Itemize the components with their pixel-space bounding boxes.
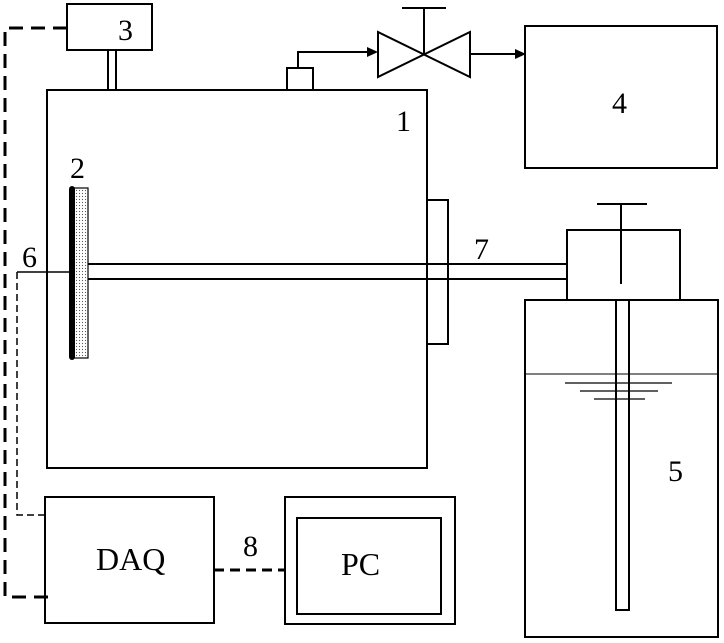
- label-pc: PC: [341, 546, 380, 582]
- daq-box: [44, 496, 215, 624]
- label-rod: 7: [474, 233, 489, 266]
- label-gauge: 3: [118, 14, 133, 47]
- dip-tube: [615, 299, 630, 611]
- sample-coating: [73, 187, 89, 359]
- outlet-pipe: [297, 51, 370, 68]
- reservoir-vessel: [524, 299, 719, 638]
- sample-plate: [69, 186, 75, 360]
- label-chamber: 1: [396, 105, 411, 138]
- outlet-port: [286, 67, 314, 91]
- label-thermocouple: 6: [22, 241, 37, 274]
- valve: [377, 30, 471, 79]
- arrowhead-pump-in: [515, 49, 526, 59]
- label-link: 8: [243, 530, 258, 563]
- gauge-box: [66, 3, 153, 51]
- label-sample: 2: [70, 152, 85, 185]
- gauge-signal-line: [3, 26, 67, 599]
- flange: [426, 199, 449, 345]
- label-reservoir: 5: [668, 455, 683, 488]
- label-pump: 4: [612, 87, 627, 120]
- pump-box: [524, 25, 718, 169]
- reservoir-cap: [566, 229, 681, 301]
- pc-outer: [284, 496, 456, 625]
- arrowhead-valve-in: [367, 47, 378, 57]
- pc-screen: [296, 517, 442, 615]
- label-daq: DAQ: [96, 541, 165, 577]
